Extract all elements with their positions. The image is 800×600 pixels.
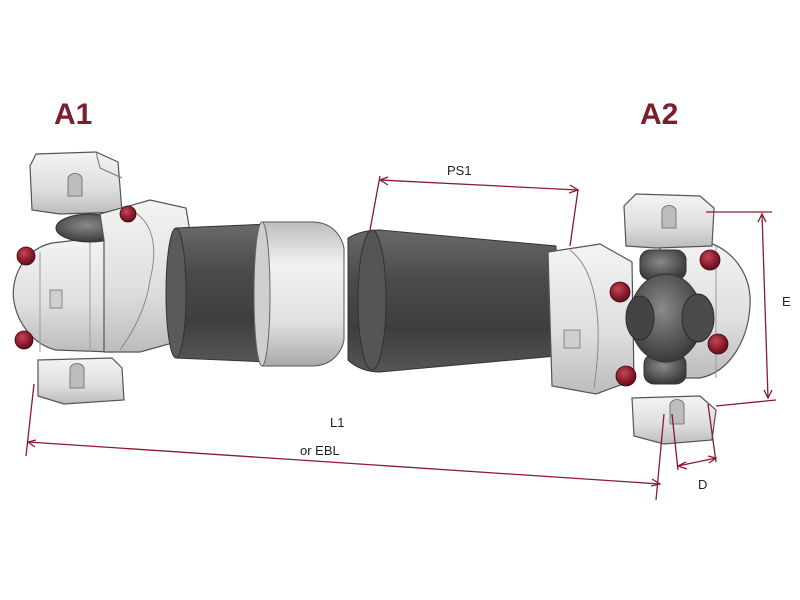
ebl-label: or EBL	[300, 443, 340, 458]
left-flange-yoke	[12, 151, 191, 405]
e-dimension	[706, 211, 777, 407]
l1-label: L1	[330, 415, 345, 430]
bolt-icon	[119, 205, 137, 223]
bolt-icon	[14, 330, 34, 350]
overall-length-dimension	[25, 383, 665, 501]
bolt-icon	[609, 281, 631, 303]
ps1-dimension	[369, 175, 580, 247]
ps1-label: PS1	[447, 163, 472, 178]
universal-joint-cross	[625, 249, 715, 385]
end-label-a1: A1	[54, 98, 93, 131]
e-label: E	[782, 294, 791, 309]
dimension-lines	[25, 175, 777, 501]
end-label-a2: A2	[640, 98, 679, 131]
right-flange-yoke	[547, 193, 751, 445]
bolt-icon	[16, 246, 36, 266]
shaft-tube	[165, 221, 557, 373]
d-label: D	[698, 477, 708, 492]
d-dimension	[671, 403, 718, 471]
bolt-icon	[707, 333, 729, 355]
bolt-icon	[615, 365, 637, 387]
bolt-icon	[699, 249, 721, 271]
